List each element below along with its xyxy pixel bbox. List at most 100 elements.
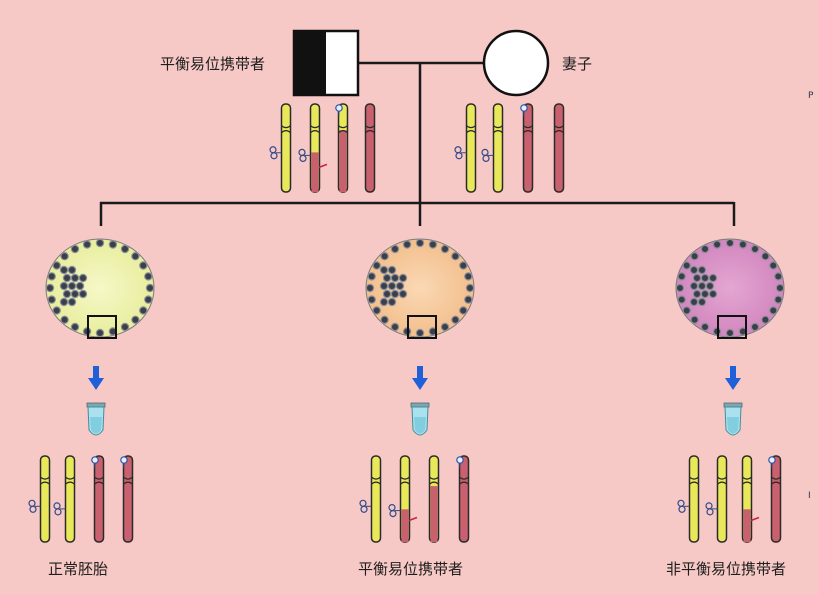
chromosome-d xyxy=(364,103,376,193)
trophectoderm-cell xyxy=(700,322,710,332)
trophectoderm-cell xyxy=(52,261,61,270)
inner-cell-mass-cell xyxy=(387,265,397,275)
inner-cell-mass-cell xyxy=(59,281,69,291)
trophectoderm-cell xyxy=(108,240,118,249)
fish-probe-marker xyxy=(520,104,528,116)
inner-cell-mass-cell xyxy=(379,281,389,291)
chromosome-c xyxy=(91,455,105,543)
trophectoderm-cell xyxy=(120,244,130,254)
chromosome-a xyxy=(359,455,382,543)
mother-chromosomes xyxy=(454,103,565,193)
trophectoderm-cell xyxy=(459,261,468,270)
inner-cell-mass-cell xyxy=(59,265,69,275)
fish-probe-marker xyxy=(359,499,372,513)
trophectoderm-cell xyxy=(464,295,473,304)
inner-cell-mass-cell xyxy=(382,273,392,283)
trophectoderm-cell xyxy=(45,283,55,293)
chromosome-a xyxy=(269,103,292,193)
trophectoderm-cell xyxy=(750,244,760,254)
trophectoderm-cell xyxy=(145,283,155,293)
trophectoderm-cell xyxy=(390,244,400,254)
trophectoderm-cell xyxy=(440,322,450,332)
inner-cell-mass-cell xyxy=(689,297,699,307)
inner-cell-mass-cell xyxy=(62,289,72,299)
trophectoderm-cell xyxy=(402,240,412,249)
trophectoderm-cell xyxy=(60,252,69,261)
fish-probe-marker xyxy=(269,146,282,160)
trophectoderm-cell xyxy=(690,315,699,324)
trophectoderm-cell xyxy=(139,261,148,270)
trophectoderm-cell xyxy=(675,283,685,293)
inner-cell-mass-cell xyxy=(387,281,397,291)
inner-cell-mass-cell xyxy=(67,297,77,307)
trophectoderm-cell xyxy=(380,315,389,324)
embryo-1-label: 正常胚胎 xyxy=(48,560,108,578)
arrow-down-icon xyxy=(412,366,428,390)
inner-cell-mass-cell xyxy=(387,297,397,307)
trophectoderm-cell xyxy=(677,272,686,281)
trophectoderm-cell xyxy=(131,252,140,261)
inner-cell-mass-cell xyxy=(379,265,389,275)
fish-probe-marker xyxy=(335,104,343,116)
trophectoderm-cell xyxy=(365,283,375,293)
trophectoderm-cell xyxy=(464,272,473,281)
trophectoderm-cell xyxy=(82,240,92,249)
trophectoderm-cell xyxy=(380,252,389,261)
fish-probe-marker xyxy=(481,148,494,162)
father-symbol xyxy=(292,29,360,97)
inner-cell-mass-cell xyxy=(78,289,88,299)
chromosome-b xyxy=(53,455,76,543)
trophectoderm-cell xyxy=(367,272,376,281)
inner-cell-mass-cell xyxy=(70,289,80,299)
mother-label: 妻子 xyxy=(562,55,592,73)
chromosome-b-translocated xyxy=(298,103,328,193)
chromosome-b xyxy=(705,455,728,543)
trophectoderm-cell xyxy=(451,252,460,261)
father-chromosomes xyxy=(269,103,376,193)
fish-probe-marker xyxy=(677,499,690,513)
trophectoderm-cell xyxy=(415,328,425,338)
trophectoderm-cell xyxy=(700,244,710,254)
inner-cell-mass-cell xyxy=(390,273,400,283)
embryo-3-blastocyst xyxy=(675,238,785,339)
trophectoderm-cell xyxy=(769,306,778,315)
chromosome-a xyxy=(454,103,477,193)
inner-cell-mass-cell xyxy=(379,297,389,307)
biopsy-box xyxy=(407,315,437,339)
inner-cell-mass-cell xyxy=(395,281,405,291)
inner-cell-mass-cell xyxy=(708,273,718,283)
inner-cell-mass-cell xyxy=(75,281,85,291)
sample-tube-icon xyxy=(86,402,106,436)
edge-fragment-top: P xyxy=(808,91,814,101)
trophectoderm-cell xyxy=(390,322,400,332)
trophectoderm-cell xyxy=(440,244,450,254)
trophectoderm-cell xyxy=(682,306,691,315)
biopsy-arrows xyxy=(88,366,741,390)
trophectoderm-cell xyxy=(144,272,153,281)
trophectoderm-cell xyxy=(750,322,760,332)
trophectoderm-cell xyxy=(769,261,778,270)
trophectoderm-cell xyxy=(451,315,460,324)
trophectoderm-cell xyxy=(677,295,686,304)
father-label: 平衡易位携带者 xyxy=(160,55,265,73)
inner-cell-mass-cell xyxy=(689,281,699,291)
trophectoderm-cell xyxy=(415,238,425,248)
trophectoderm-cell xyxy=(690,252,699,261)
trophectoderm-cell xyxy=(775,283,785,293)
inner-cell-mass-cell xyxy=(67,281,77,291)
chromosome-c xyxy=(335,103,349,193)
inner-cell-mass-cell xyxy=(67,265,77,275)
inner-cell-mass-cell xyxy=(398,273,408,283)
biopsy-box xyxy=(87,315,117,339)
inner-cell-mass-cell xyxy=(62,273,72,283)
chromosome-d xyxy=(768,455,782,543)
fish-probe-marker xyxy=(456,456,464,468)
chromosome-a xyxy=(28,455,51,543)
inner-cell-mass-cell xyxy=(390,289,400,299)
trophectoderm-cell xyxy=(60,315,69,324)
chromosome-d xyxy=(553,103,565,193)
inner-cell-mass-cell xyxy=(59,297,69,307)
embryo-3-chromosomes xyxy=(677,455,782,543)
fish-probe-marker xyxy=(120,456,128,468)
fish-probe-marker xyxy=(53,502,66,516)
